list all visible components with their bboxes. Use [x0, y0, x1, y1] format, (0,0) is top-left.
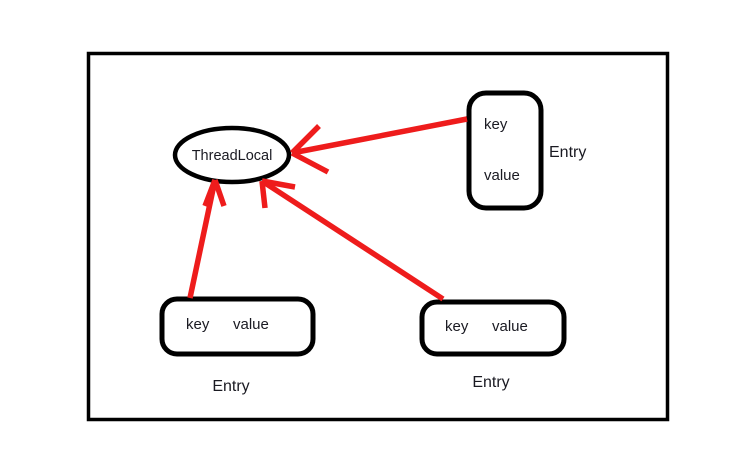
entry-box-bottom-right [419, 299, 567, 357]
entry-top-right-caption: Entry [549, 144, 586, 161]
entry-top-right-value-label: value [484, 167, 520, 184]
entry-bottom-right-value-label: value [492, 318, 528, 335]
arrow-top-right-to-threadlocal [290, 116, 468, 175]
diagram-frame [86, 51, 670, 422]
entry-bottom-left-caption: Entry [212, 378, 249, 395]
entry-box-bottom-left [159, 296, 316, 357]
threadlocal-ellipse [172, 125, 292, 185]
entry-bottom-right-key-label: key [445, 318, 469, 335]
entry-bottom-right-caption: Entry [472, 374, 509, 391]
arrow-bottom-right-to-threadlocal [259, 178, 445, 302]
entry-top-right-key-label: key [484, 116, 508, 133]
entry-bottom-left-key-label: key [186, 316, 210, 333]
entry-box-top-right [466, 90, 544, 211]
entry-bottom-left-value-label: value [233, 316, 269, 333]
threadlocal-label: ThreadLocal [192, 148, 273, 164]
arrow-bottom-left-to-threadlocal [187, 179, 227, 299]
